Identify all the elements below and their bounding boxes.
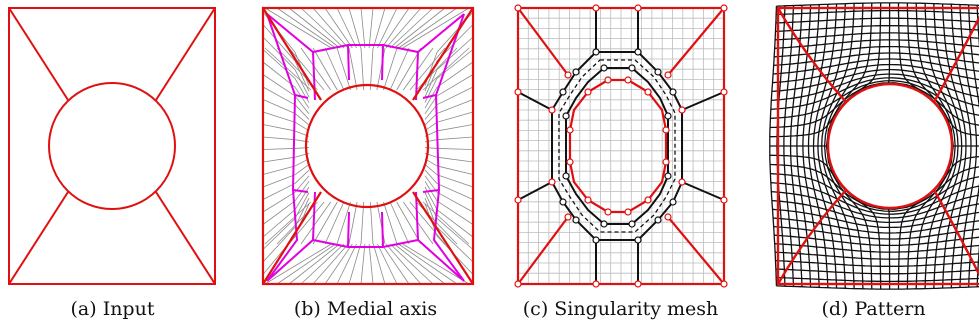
- singular-vertex: [654, 68, 662, 76]
- outer-boundary: [8, 7, 216, 285]
- boundary-vertex: [514, 4, 522, 12]
- boundary-vertex: [604, 208, 612, 216]
- boundary-vertex: [720, 280, 728, 288]
- boundary-vertex: [664, 213, 672, 221]
- singular-vertex: [600, 220, 608, 228]
- panel-input: (a) Input: [0, 0, 225, 331]
- boundary-vertex: [584, 88, 592, 96]
- panel-pattern: (d) Pattern: [768, 0, 979, 331]
- boundary-vertex: [592, 280, 600, 288]
- boundary-vertex: [584, 196, 592, 204]
- boundary-vertex: [678, 178, 686, 186]
- boundary-vertex: [644, 88, 652, 96]
- boundary-vertex: [564, 213, 572, 221]
- singular-vertex: [572, 68, 580, 76]
- boundary-vertex: [624, 76, 632, 84]
- feature-line: [8, 7, 69, 101]
- panel-medial-axis: (b) Medial axis: [253, 0, 478, 331]
- singular-vertex: [592, 48, 600, 56]
- feature-line: [155, 7, 216, 101]
- boundary-vertex: [514, 280, 522, 288]
- boundary-vertex: [644, 196, 652, 204]
- boundary-vertex: [720, 88, 728, 96]
- boundary-vertex: [592, 4, 600, 12]
- outer-boundary: [261, 6, 475, 286]
- boundary-vertex: [634, 280, 642, 288]
- caption-input: (a) Input: [70, 298, 155, 320]
- singular-vertex: [559, 88, 567, 96]
- medial-axis-figure: [261, 6, 475, 286]
- boundary-vertex: [634, 4, 642, 12]
- caption-medial-axis: (b) Medial axis: [293, 298, 438, 320]
- singular-vertex: [634, 236, 642, 244]
- boundary-vertex: [604, 76, 612, 84]
- singular-vertex: [628, 220, 636, 228]
- feature-line: [8, 191, 69, 285]
- singular-vertex: [664, 172, 672, 180]
- singular-vertex: [562, 172, 570, 180]
- singularity-mesh-figure: [514, 4, 728, 288]
- boundary-vertex: [566, 158, 574, 166]
- singular-vertex: [559, 198, 567, 206]
- singular-vertex: [669, 88, 677, 96]
- boundary-vertex: [548, 106, 556, 114]
- singular-vertex: [572, 216, 580, 224]
- caption-pattern: (d) Pattern: [821, 298, 926, 320]
- pattern-figure: [769, 2, 979, 290]
- singular-vertex: [562, 112, 570, 120]
- caption-singularity-mesh: (c) Singularity mesh: [522, 298, 719, 320]
- dashed-loop: [558, 59, 676, 233]
- panel-singularity-mesh: (c) Singularity mesh: [508, 0, 733, 331]
- singular-vertex: [592, 236, 600, 244]
- singular-vertex: [654, 216, 662, 224]
- singular-vertex: [634, 48, 642, 56]
- singular-vertex: [664, 112, 672, 120]
- boundary-vertex: [548, 178, 556, 186]
- boundary-vertex: [566, 126, 574, 134]
- boundary-vertex: [720, 196, 728, 204]
- singular-vertex: [628, 64, 636, 72]
- boundary-vertex: [662, 126, 670, 134]
- outer-boundary: [776, 6, 979, 286]
- boundary-vertex: [624, 208, 632, 216]
- boundary-vertex: [720, 4, 728, 12]
- outer-boundary: [516, 6, 726, 286]
- inner-circle-boundary: [304, 83, 430, 209]
- boundary-vertex: [514, 88, 522, 96]
- boundary-vertex: [564, 71, 572, 79]
- medial-axis-curves: [266, 13, 465, 282]
- singular-vertex: [669, 198, 677, 206]
- boundary-vertex: [514, 196, 522, 204]
- boundary-vertex: [678, 106, 686, 114]
- inner-circle-boundary: [826, 82, 954, 210]
- feature-line: [155, 191, 216, 285]
- boundary-vertex: [662, 158, 670, 166]
- mesh-vertices: [514, 4, 728, 288]
- boundary-vertex: [664, 71, 672, 79]
- inner-circle-boundary: [48, 82, 176, 210]
- input-figure: [8, 7, 216, 285]
- singular-vertex: [600, 64, 608, 72]
